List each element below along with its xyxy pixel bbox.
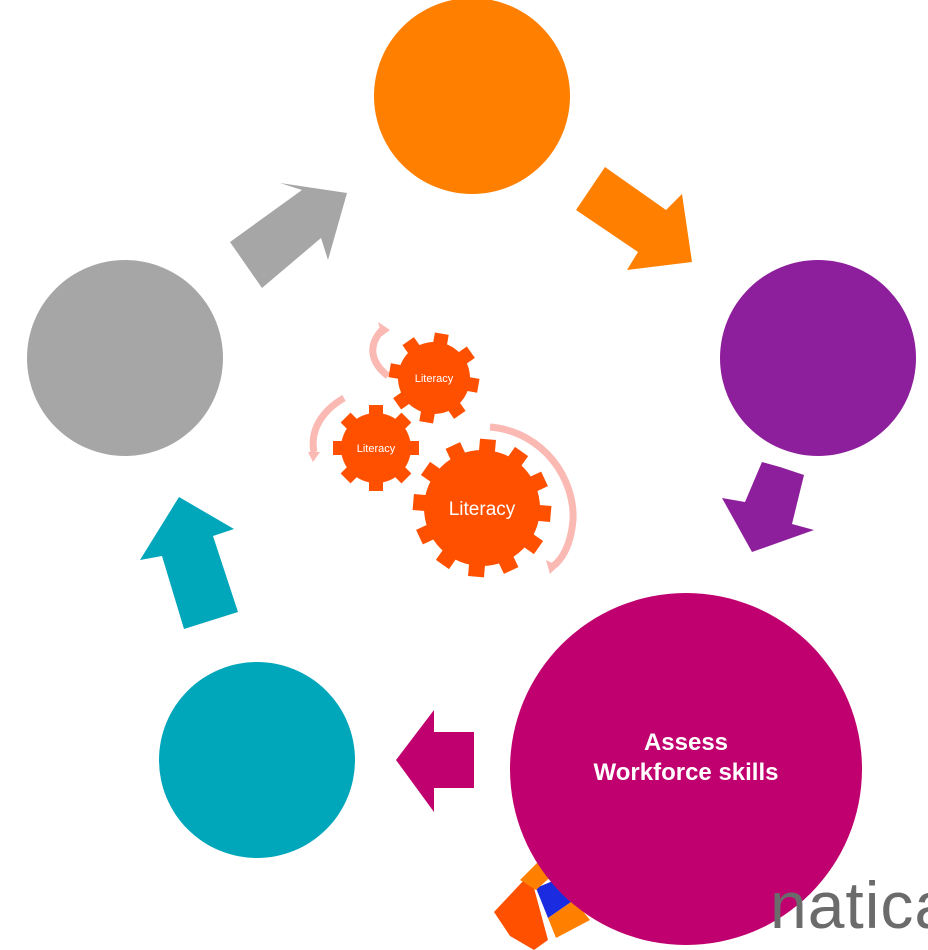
gear-tooth xyxy=(340,412,359,431)
gear-large-label: Literacy xyxy=(449,499,516,520)
gear-tooth xyxy=(333,441,344,455)
gear-top-label: Literacy xyxy=(415,373,454,385)
gear-tooth xyxy=(402,337,421,355)
gear-tooth xyxy=(369,480,383,491)
gear-arrow-left-head xyxy=(308,452,320,462)
gear-tooth xyxy=(388,363,403,380)
gear-tooth xyxy=(419,409,436,424)
gear-left-icon xyxy=(333,405,419,491)
node-top-circle xyxy=(374,0,570,194)
arrow-magenta-to-teal xyxy=(396,710,474,812)
logo-wordmark: natica xyxy=(770,868,928,942)
gear-tooth xyxy=(435,548,458,570)
gear-top-icon xyxy=(388,332,480,424)
gear-arrow-large-head xyxy=(546,560,558,574)
gear-arrow-left xyxy=(309,394,346,453)
gear-tooth xyxy=(445,442,467,462)
gear-tooth xyxy=(468,562,486,578)
gear-tooth xyxy=(393,412,412,431)
gear-tooth xyxy=(497,554,519,574)
gear-tooth xyxy=(447,401,466,419)
node-bottom-left-circle xyxy=(159,662,355,858)
gear-tooth xyxy=(478,438,496,454)
gear-arrow-top-head xyxy=(378,322,390,336)
gear-left-label: Literacy xyxy=(357,443,396,455)
gear-arrow-top xyxy=(369,327,391,379)
gear-tooth xyxy=(536,504,552,522)
arrow-purple-to-magenta xyxy=(722,462,814,552)
gear-large-icon xyxy=(412,438,552,578)
arrow-orange-to-purple xyxy=(576,167,692,270)
gear-tooth xyxy=(420,461,442,484)
gear-tooth xyxy=(393,391,411,410)
gear-tooth xyxy=(408,441,419,455)
gear-tooth xyxy=(465,376,480,393)
gear-tooth xyxy=(416,523,436,545)
gear-tooth xyxy=(522,532,544,555)
gear-tooth xyxy=(432,332,449,347)
gear-tooth xyxy=(412,494,428,512)
gear-tooth xyxy=(393,465,412,484)
node-right-circle xyxy=(720,260,916,456)
gear-tooth xyxy=(506,446,529,468)
gear-tooth xyxy=(457,346,475,365)
gear-tooth xyxy=(528,471,548,493)
node-bottom-right-circle xyxy=(510,593,862,945)
gear-tooth xyxy=(369,405,383,416)
gear-arrow-large xyxy=(489,423,577,570)
arrow-gray-to-orange xyxy=(230,183,347,288)
node-left-circle xyxy=(27,260,223,456)
gear-tooth xyxy=(340,465,359,484)
arrow-teal-to-gray xyxy=(140,497,238,629)
